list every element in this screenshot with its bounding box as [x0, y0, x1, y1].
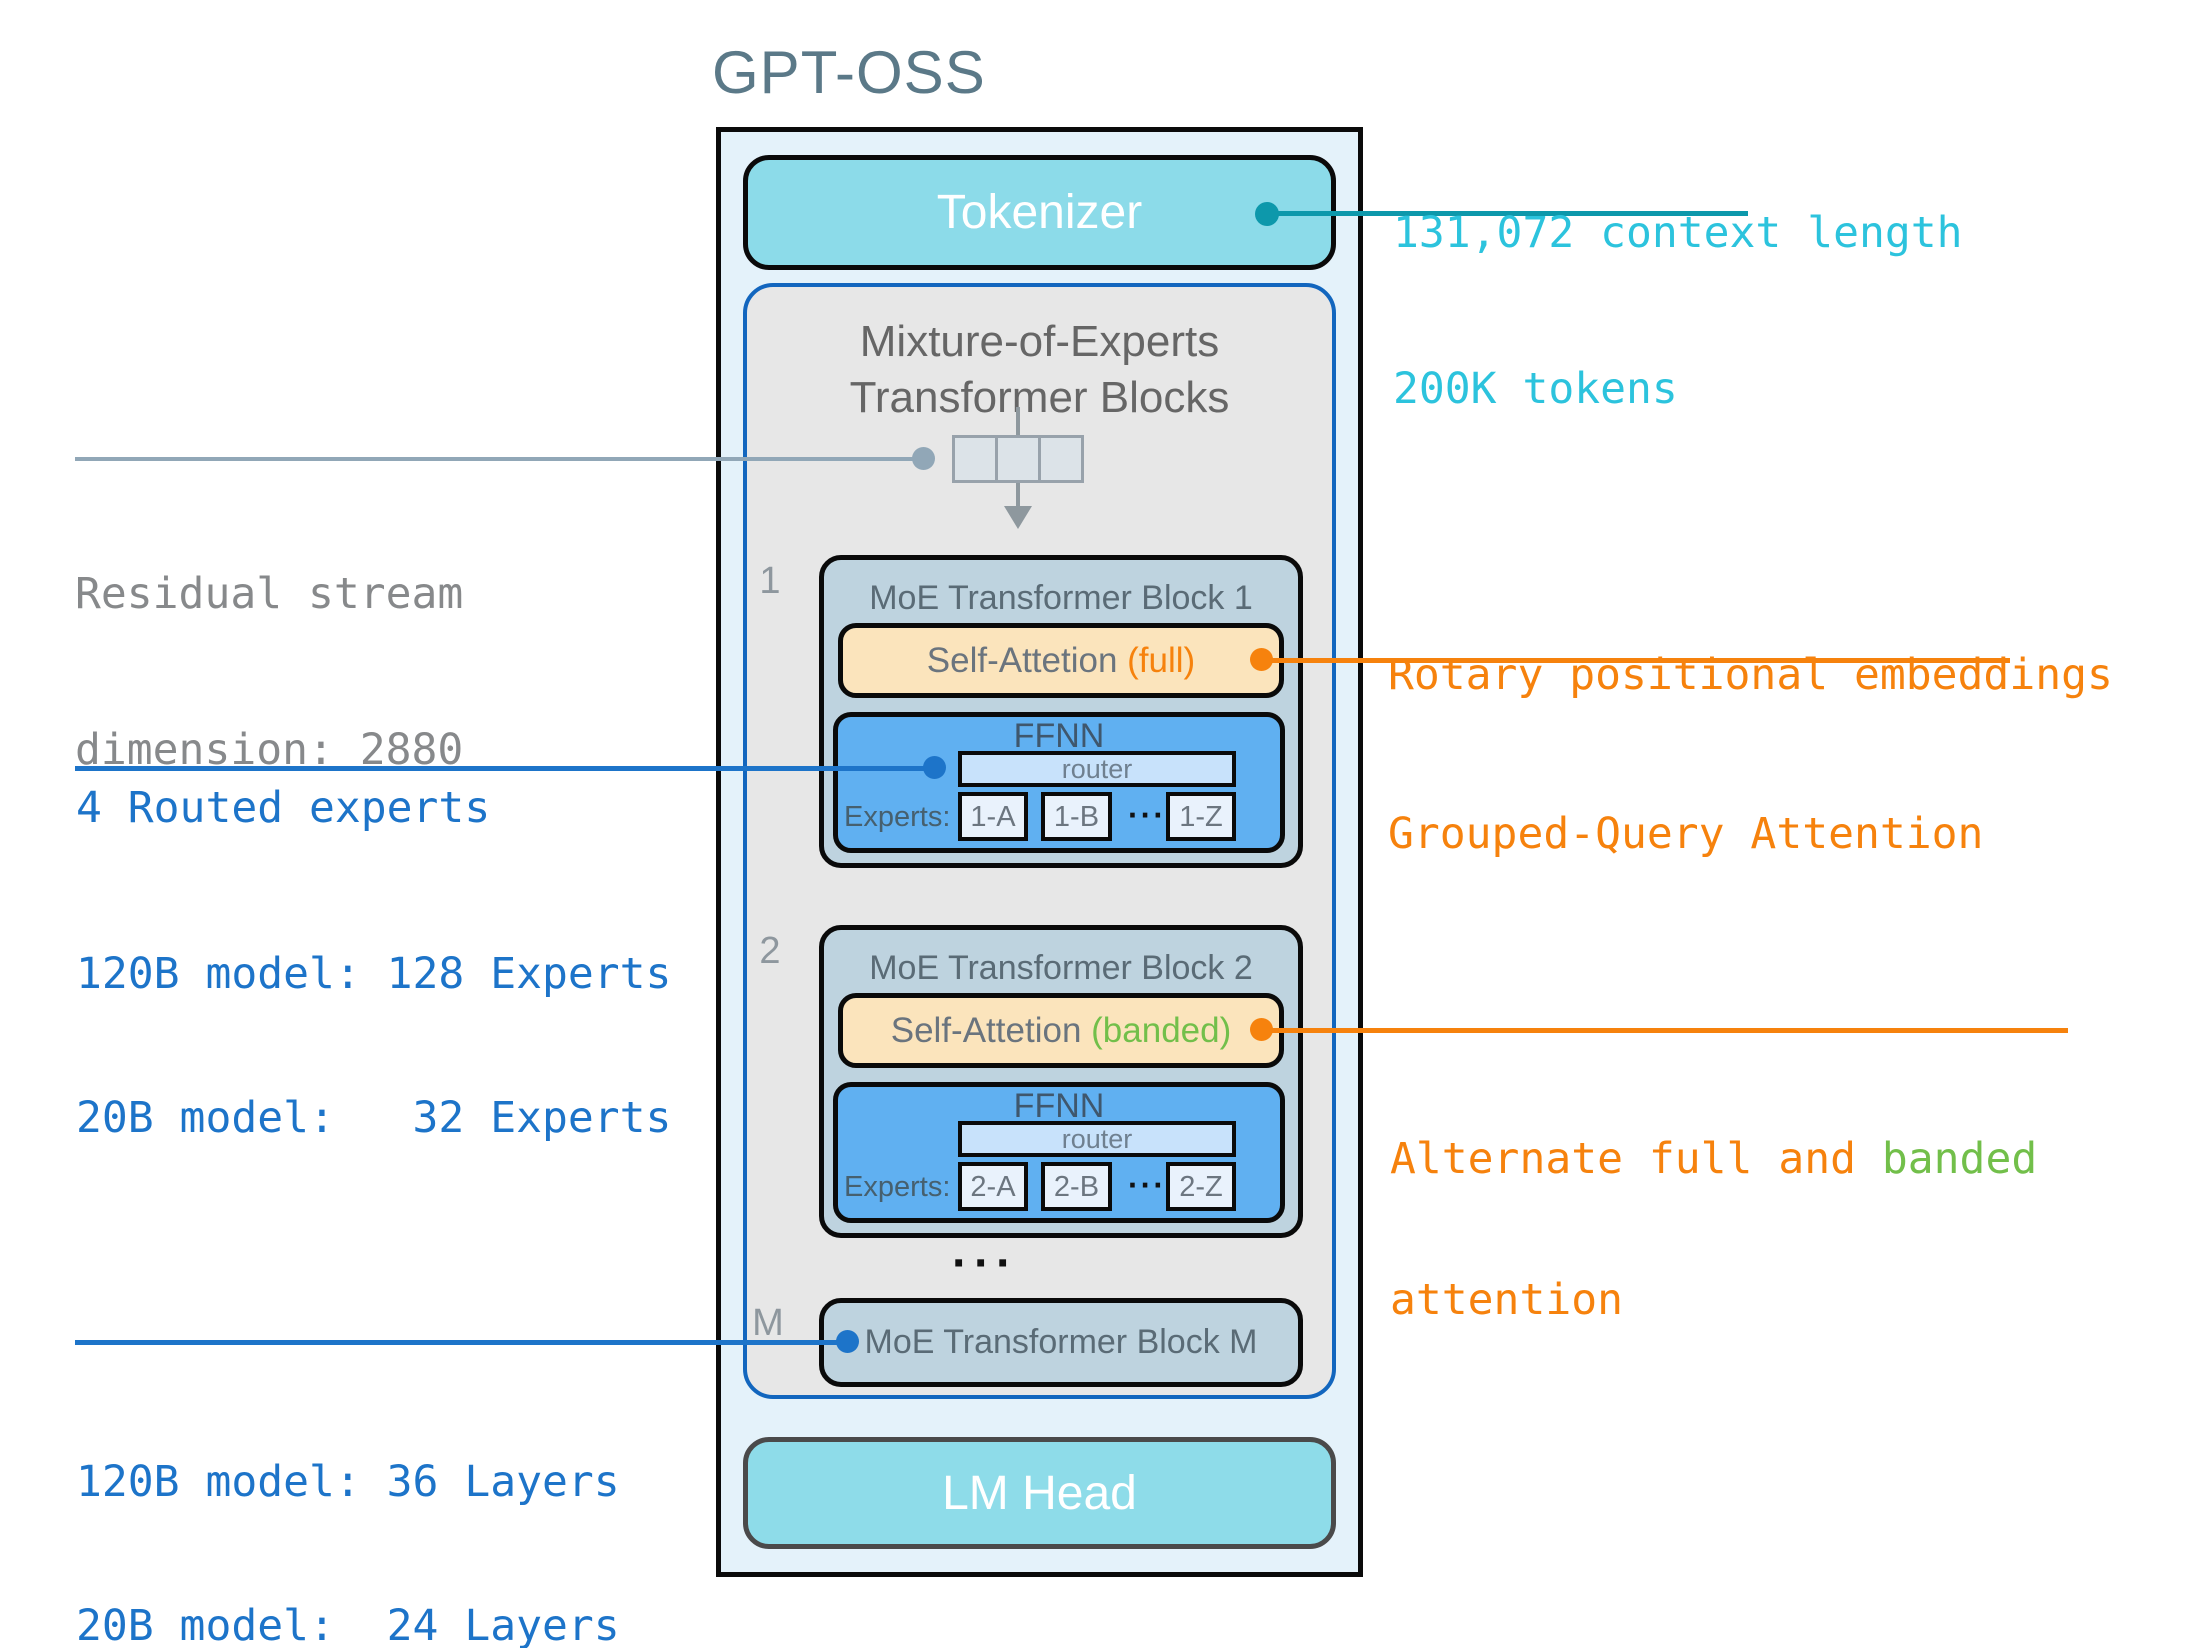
alternate-part1: Alternate full and: [1390, 1134, 1882, 1184]
banded-attention-connector-line: [1262, 1028, 2068, 1033]
block-m-title: MoE Transformer Block M: [864, 1323, 1258, 1361]
token-cells: [952, 435, 1084, 483]
experts-count-annotation: 120B model: 128 Experts 20B model: 32 Ex…: [76, 854, 671, 1238]
block-2-self-attention: Self-Attetion (banded): [838, 993, 1284, 1068]
experts-count-line1: 120B model: 128 Experts: [76, 949, 672, 999]
expert-1a: 1-A: [958, 792, 1028, 841]
ffnn-label: FFNN: [1013, 717, 1105, 755]
layers-line2: 20B model: 24 Layers: [76, 1601, 620, 1648]
tokenizer-label: Tokenizer: [936, 186, 1143, 239]
expert-2b: 2-B: [1041, 1162, 1112, 1211]
rope-line2: Grouped-Query Attention: [1388, 809, 1984, 859]
moe-header-line2: Transformer Blocks: [849, 373, 1230, 422]
block-1-self-attention: Self-Attetion (full): [838, 623, 1284, 698]
banded-attention-connector-dot: [1250, 1018, 1273, 1041]
residual-connector-line: [75, 457, 924, 461]
experts-count-line2: 20B model: 32 Experts: [76, 1093, 672, 1143]
context-length-annotation: 131,072 context length 200K tokens: [1393, 103, 1963, 519]
attention-label: Self-Attetion: [890, 1010, 1092, 1050]
experts-label: Experts:: [844, 1171, 951, 1203]
token-input-line: [1016, 407, 1020, 437]
router-connector-dot: [923, 756, 946, 779]
expert-1b: 1-B: [1041, 792, 1112, 841]
down-arrow-shaft: [1016, 483, 1020, 507]
layers-connector-line: [75, 1340, 848, 1345]
token-cell: [1038, 438, 1081, 480]
expert-2a: 2-A: [958, 1162, 1028, 1211]
layers-count-annotation: 120B model: 36 Layers 20B model: 24 Laye…: [76, 1362, 620, 1648]
page-title: GPT-OSS: [712, 39, 986, 106]
block-1-router: router: [958, 751, 1236, 787]
attention-label: Self-Attetion: [926, 640, 1128, 680]
tokenizer-connector-line: [1268, 211, 1748, 216]
full-attention-connector-dot: [1250, 648, 1273, 671]
moe-header: Mixture-of-Experts Transformer Blocks: [743, 314, 1336, 426]
token-cell: [995, 438, 1038, 480]
lm-head-block: LM Head: [743, 1437, 1336, 1549]
attention-mode-banded: (banded): [1091, 1010, 1232, 1050]
residual-connector-dot: [912, 447, 935, 470]
attention-mode-full: (full): [1127, 640, 1196, 680]
context-length-line2: 200K tokens: [1393, 364, 1678, 414]
residual-line2: dimension: 2880: [75, 725, 464, 775]
lm-head-label: LM Head: [942, 1466, 1137, 1520]
tokenizer-connector-dot: [1255, 202, 1279, 226]
block-1-title: MoE Transformer Block 1: [869, 579, 1253, 617]
block-m-number: M: [752, 1302, 784, 1344]
context-length-line1: 131,072 context length: [1393, 208, 1963, 258]
alternate-attention-annotation: Alternate full and banded attention: [1390, 1042, 2037, 1418]
expert-1z: 1-Z: [1166, 792, 1236, 841]
residual-stream-annotation: Residual stream dimension: 2880: [75, 464, 463, 880]
block-1-number: 1: [759, 560, 781, 602]
residual-line1: Residual stream: [75, 569, 464, 619]
tokenizer-block: Tokenizer: [743, 155, 1336, 270]
routed-experts-annotation: 4 Routed experts: [76, 783, 491, 833]
block-2-title: MoE Transformer Block 2: [869, 949, 1253, 987]
moe-transformer-block-2: MoE Transformer Block 2 Self-Attetion (b…: [819, 925, 1303, 1238]
experts-ellipsis: ···: [1128, 797, 1166, 833]
ffnn-label: FFNN: [1013, 1087, 1105, 1125]
alternate-line1: Alternate full and banded: [1390, 1136, 2037, 1183]
experts-label: Experts:: [844, 801, 951, 833]
block-1-ffnn: FFNN router Experts: 1-A 1-B ··· 1-Z: [833, 712, 1285, 853]
alternate-line2: attention: [1390, 1275, 1623, 1325]
layers-connector-dot: [836, 1330, 859, 1353]
block-2-ffnn: FFNN router Experts: 2-A 2-B ··· 2-Z: [833, 1082, 1285, 1223]
down-arrow-icon: [1004, 506, 1032, 529]
rope-gqa-annotation: Rotary positional embeddings Grouped-Que…: [1388, 543, 2113, 967]
router-connector-line: [75, 766, 935, 771]
blocks-ellipsis: ···: [952, 1237, 1018, 1290]
token-cell: [955, 438, 995, 480]
alternate-part2-banded: banded: [1881, 1134, 2038, 1184]
moe-transformer-block-m: MoE Transformer Block M: [819, 1298, 1303, 1387]
moe-header-line1: Mixture-of-Experts: [859, 317, 1220, 366]
layers-line1: 120B model: 36 Layers: [76, 1457, 620, 1507]
experts-ellipsis: ···: [1128, 1167, 1166, 1203]
block-2-number: 2: [759, 930, 781, 972]
rope-line1: Rotary positional embeddings: [1388, 650, 2113, 700]
moe-transformer-block-1: MoE Transformer Block 1 Self-Attetion (f…: [819, 555, 1303, 868]
expert-2z: 2-Z: [1166, 1162, 1236, 1211]
block-2-router: router: [958, 1121, 1236, 1157]
full-attention-connector-line: [1262, 658, 2010, 663]
